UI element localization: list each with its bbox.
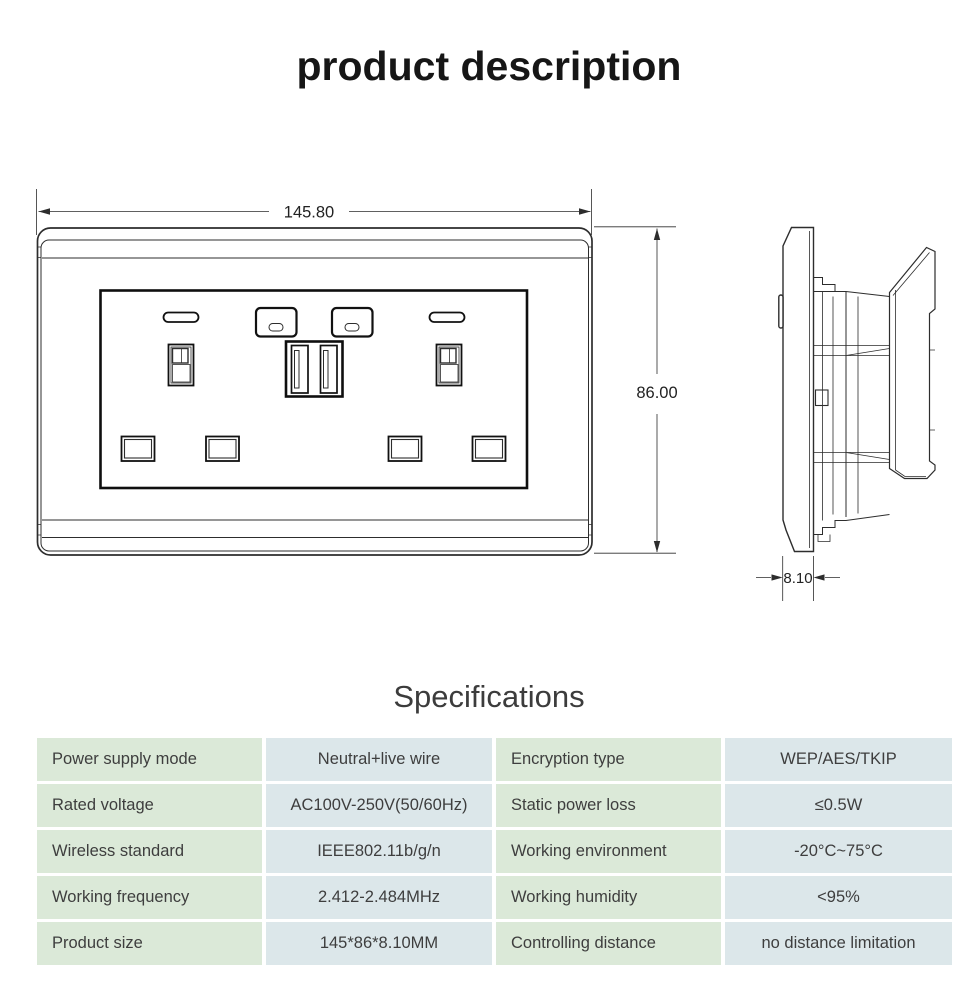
spec-value-cell: IEEE802.11b/g/n [266, 830, 492, 873]
technical-drawing: 145.80 [36, 189, 936, 601]
spec-value-cell: ≤0.5W [725, 784, 952, 827]
spec-label-cell: Controlling distance [496, 922, 721, 965]
pin-slot-1 [120, 435, 156, 462]
height-dimension: 86.00 [594, 226, 678, 554]
earth-pin-slot-left [167, 343, 195, 387]
specifications-table: Power supply mode Neutral+live wire Encr… [37, 738, 952, 965]
spec-label-cell: Working environment [496, 830, 721, 873]
indicator-slot-right [428, 311, 466, 323]
depth-dimension: 8.10 [756, 556, 840, 601]
specifications-heading: Specifications [393, 679, 585, 714]
pin-slot-3 [387, 435, 423, 462]
spec-label-cell: Working frequency [37, 876, 262, 919]
usb-port-b [319, 344, 338, 394]
pin-slot-4 [471, 435, 507, 462]
spec-label-cell: Power supply mode [37, 738, 262, 781]
switch-button-right [330, 306, 374, 338]
spec-value-cell: <95% [725, 876, 952, 919]
height-dimension-label: 86.00 [636, 384, 677, 402]
pin-slot-2 [205, 435, 240, 462]
spec-value-cell: no distance limitation [725, 922, 952, 965]
side-view-plate [778, 226, 815, 553]
usb-ports [284, 340, 344, 398]
indicator-slot-left [162, 311, 200, 323]
front-view: 145.80 [36, 189, 678, 556]
switch-button-left [254, 306, 298, 338]
spec-label-cell: Static power loss [496, 784, 721, 827]
spec-value-cell: 145*86*8.10MM [266, 922, 492, 965]
spec-label-cell: Encryption type [496, 738, 721, 781]
spec-value-cell: Neutral+live wire [266, 738, 492, 781]
usb-port-a [290, 344, 309, 394]
width-dimension: 145.80 [36, 189, 592, 235]
socket-panel [99, 289, 529, 490]
spec-label-cell: Product size [37, 922, 262, 965]
side-view-mechanism [813, 277, 890, 542]
earth-pin-slot-right [435, 343, 463, 387]
spec-label-cell: Working humidity [496, 876, 721, 919]
spec-value-cell: WEP/AES/TKIP [725, 738, 952, 781]
side-view-back-box [888, 246, 936, 480]
spec-label-cell: Wireless standard [37, 830, 262, 873]
spec-value-cell: -20°C~75°C [725, 830, 952, 873]
page-title: product description [296, 43, 682, 89]
spec-value-cell: 2.412-2.484MHz [266, 876, 492, 919]
spec-value-cell: AC100V-250V(50/60Hz) [266, 784, 492, 827]
side-view: 8.10 [756, 226, 936, 601]
depth-dimension-label: 8.10 [783, 570, 812, 587]
spec-label-cell: Rated voltage [37, 784, 262, 827]
side-screw-bump [778, 294, 784, 329]
width-dimension-label: 145.80 [284, 204, 334, 222]
